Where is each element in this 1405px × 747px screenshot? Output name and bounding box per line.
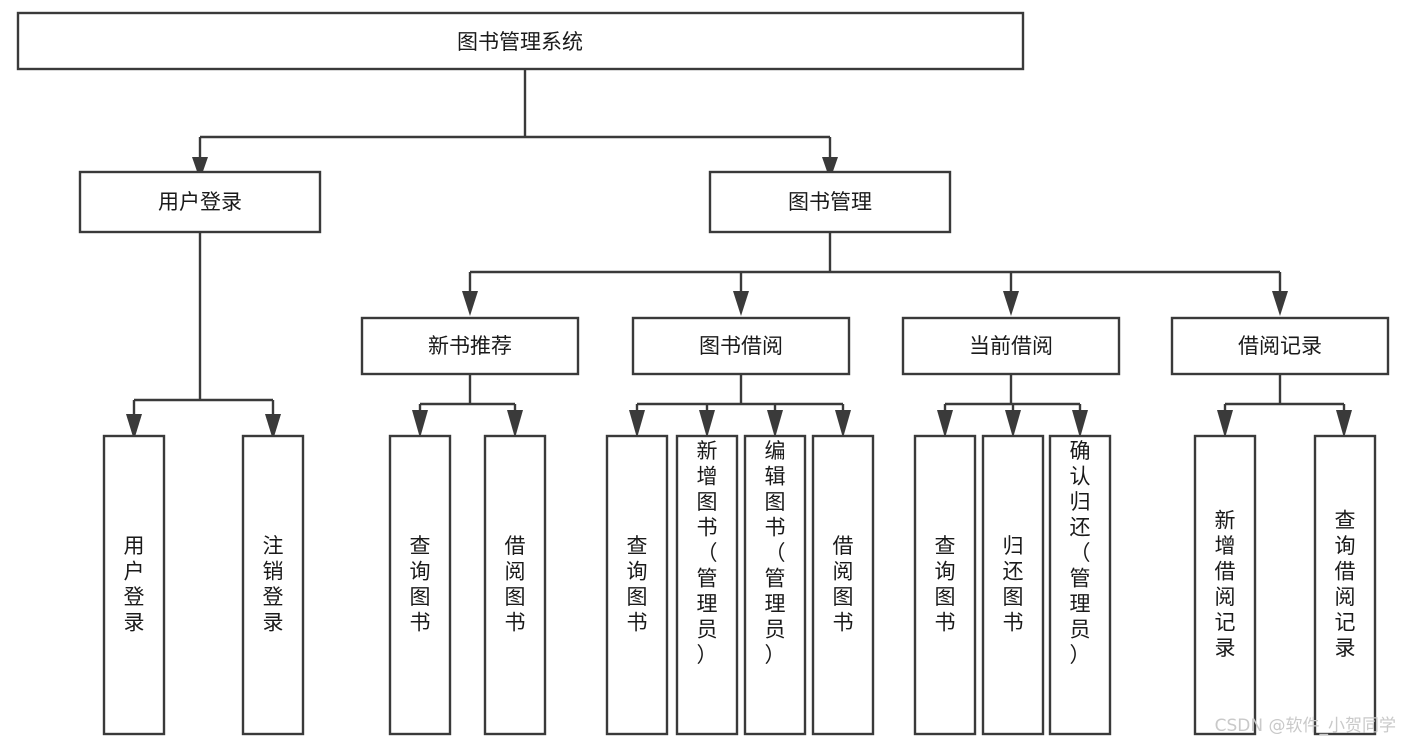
- node-leaf-query-book-cur[interactable]: 查询图书: [913, 434, 977, 736]
- node-book-borrow-box[interactable]: [631, 316, 851, 376]
- node-new-book-recommend-box[interactable]: [360, 316, 580, 376]
- node-leaf-edit-book-admin[interactable]: 编辑图书（管理员）: [743, 434, 807, 736]
- node-book-borrow[interactable]: 图书借阅: [631, 316, 851, 376]
- node-leaf-add-book-admin-box[interactable]: [675, 434, 739, 736]
- node-leaf-borrow-book-box[interactable]: [811, 434, 875, 736]
- arrowhead-icon: [1272, 291, 1288, 316]
- arrowhead-icon: [1005, 410, 1021, 438]
- node-book-borrow-label: 图书借阅: [699, 334, 783, 358]
- node-leaf-return-book-box[interactable]: [981, 434, 1045, 736]
- node-leaf-edit-book-admin-label: 编辑图书（管理员）: [765, 439, 786, 667]
- node-user-login-label: 用户登录: [158, 190, 242, 214]
- connector-bookmanage-to-level3: [468, 232, 1282, 306]
- arrowhead-icon: [126, 414, 142, 440]
- arrowhead-icon: [192, 157, 208, 180]
- node-leaf-borrow-book-label: 借阅图书: [833, 534, 854, 635]
- node-new-book-recommend[interactable]: 新书推荐: [360, 316, 580, 376]
- connector-newbook-to-leaves: [418, 374, 517, 424]
- node-leaf-query-book-cur-label: 查询图书: [935, 534, 956, 635]
- node-leaf-user-login-box[interactable]: [102, 434, 166, 736]
- node-layer: 图书管理系统 用户登录 图书管理 新书推荐 图书借阅: [16, 11, 1390, 736]
- node-leaf-borrow-book-rec-label: 借阅图书: [505, 534, 526, 635]
- node-current-borrow[interactable]: 当前借阅: [901, 316, 1121, 376]
- node-leaf-query-borrow-record[interactable]: 查询借阅记录: [1313, 434, 1377, 736]
- node-book-manage-box[interactable]: [708, 170, 952, 234]
- arrowhead-icon: [412, 410, 428, 438]
- arrowhead-icon: [265, 414, 281, 440]
- arrowhead-icon: [629, 410, 645, 438]
- node-leaf-logout-login-label: 注销登录: [263, 534, 284, 635]
- node-user-login[interactable]: 用户登录: [78, 170, 322, 234]
- leaf-node-group: 用户登录 注销登录 查询图书 借阅图书 查询图书 新增图书（管理员） 编辑图书（管理员） 借阅…: [102, 434, 1377, 736]
- node-leaf-query-borrow-record-label: 查询借阅记录: [1335, 509, 1356, 661]
- connector-userlogin-to-leaves: [132, 232, 275, 424]
- node-leaf-return-book-label: 归还图书: [1003, 534, 1024, 635]
- node-borrow-record-label: 借阅记录: [1238, 334, 1322, 358]
- node-leaf-confirm-return-admin-box[interactable]: [1048, 434, 1112, 736]
- node-leaf-query-borrow-record-box[interactable]: [1313, 434, 1377, 736]
- node-leaf-user-login[interactable]: 用户登录: [102, 434, 166, 736]
- node-leaf-query-book-borrow-box[interactable]: [605, 434, 669, 736]
- node-root-label: 图书管理系统: [457, 30, 583, 54]
- arrowhead-icon: [1003, 291, 1019, 316]
- arrowhead-icon: [507, 410, 523, 438]
- arrowhead-icon: [822, 157, 838, 180]
- arrowhead-icon: [767, 410, 783, 438]
- node-leaf-confirm-return-admin[interactable]: 确认归还（管理员）: [1048, 434, 1112, 736]
- arrowhead-layer: [126, 157, 1352, 440]
- node-book-manage-label: 图书管理: [788, 190, 872, 214]
- node-leaf-user-login-label: 用户登录: [124, 534, 145, 635]
- node-leaf-add-borrow-record-box[interactable]: [1193, 434, 1257, 736]
- arrowhead-icon: [937, 410, 953, 438]
- node-leaf-query-book-rec-label: 查询图书: [410, 534, 431, 635]
- node-leaf-confirm-return-admin-label: 确认归还（管理员）: [1070, 439, 1091, 667]
- node-leaf-query-book-cur-box[interactable]: [913, 434, 977, 736]
- node-user-login-box[interactable]: [78, 170, 322, 234]
- node-root[interactable]: 图书管理系统: [16, 11, 1025, 71]
- node-leaf-return-book[interactable]: 归还图书: [981, 434, 1045, 736]
- node-leaf-borrow-book-rec-box[interactable]: [483, 434, 547, 736]
- node-borrow-record-box[interactable]: [1170, 316, 1390, 376]
- node-leaf-query-book-rec[interactable]: 查询图书: [388, 434, 452, 736]
- node-borrow-record[interactable]: 借阅记录: [1170, 316, 1390, 376]
- node-leaf-add-borrow-record[interactable]: 新增借阅记录: [1193, 434, 1257, 736]
- arrowhead-icon: [1336, 410, 1352, 438]
- connector-root-to-level2: [198, 69, 832, 160]
- node-leaf-add-book-admin[interactable]: 新增图书（管理员）: [675, 434, 739, 736]
- node-leaf-borrow-book-rec[interactable]: 借阅图书: [483, 434, 547, 736]
- node-leaf-add-borrow-record-label: 新增借阅记录: [1215, 509, 1236, 661]
- node-leaf-logout-login[interactable]: 注销登录: [241, 434, 305, 736]
- node-leaf-logout-login-box[interactable]: [241, 434, 305, 736]
- node-leaf-borrow-book[interactable]: 借阅图书: [811, 434, 875, 736]
- csdn-watermark: CSDN @软件_小贺同学: [1215, 716, 1396, 736]
- arrowhead-icon: [733, 291, 749, 316]
- arrowhead-icon: [835, 410, 851, 438]
- arrowhead-icon: [1072, 410, 1088, 438]
- node-leaf-query-book-rec-box[interactable]: [388, 434, 452, 736]
- node-current-borrow-label: 当前借阅: [969, 334, 1053, 358]
- connector-borrowrecord-to-leaves: [1223, 374, 1346, 424]
- node-leaf-query-book-borrow[interactable]: 查询图书: [605, 434, 669, 736]
- node-leaf-add-book-admin-label: 新增图书（管理员）: [697, 439, 718, 667]
- node-book-manage[interactable]: 图书管理: [708, 170, 952, 234]
- node-root-box[interactable]: [16, 11, 1025, 71]
- connector-bookborrow-to-leaves: [635, 374, 845, 424]
- arrowhead-icon: [1217, 410, 1233, 438]
- arrowhead-icon: [462, 291, 478, 316]
- arrowhead-icon: [699, 410, 715, 438]
- node-leaf-query-book-borrow-label: 查询图书: [627, 534, 648, 635]
- node-current-borrow-box[interactable]: [901, 316, 1121, 376]
- connector-layer: [132, 69, 1346, 424]
- node-leaf-edit-book-admin-box[interactable]: [743, 434, 807, 736]
- node-new-book-recommend-label: 新书推荐: [428, 334, 512, 358]
